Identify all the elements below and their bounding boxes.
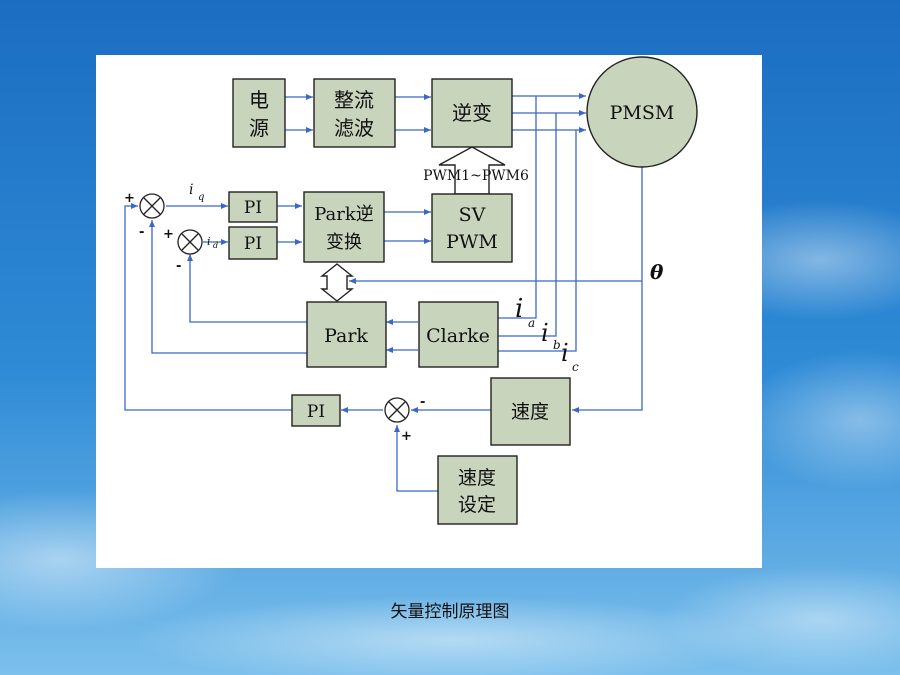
ia-label: i: [515, 294, 523, 324]
sum-d-plus: +: [163, 227, 174, 242]
rectifier-block: 整流 滤波: [313, 78, 396, 148]
speed-block: 速度: [490, 377, 571, 446]
speed-set-label-1: 速度: [458, 467, 496, 489]
sum-q-minus: -: [139, 225, 144, 240]
iq-label: i: [189, 182, 193, 198]
pi-q-label: PI: [244, 198, 262, 218]
summing-junction-speed: [384, 397, 410, 423]
ib-subscript: b: [553, 338, 561, 352]
rectifier-label-1: 整流: [334, 88, 374, 112]
power-source-block: 电 源: [232, 78, 286, 148]
park-inverse-label-2: 变换: [326, 232, 362, 253]
ib-label: i: [541, 319, 549, 347]
park-inverse-label-1: Park逆: [314, 204, 374, 225]
id-label: i: [207, 235, 211, 248]
sum-speed-plus: +: [401, 429, 412, 444]
pi-d-label: PI: [244, 234, 262, 254]
clarke-label: Clarke: [426, 325, 490, 347]
sum-q-plus: +: [124, 191, 135, 206]
speed-setpoint-block: 速度 设定: [437, 455, 518, 525]
pwm-hollow-arrow: [438, 146, 506, 195]
svpwm-label-2: PWM: [446, 231, 498, 253]
signal-lines: [124, 93, 643, 492]
park-label: Park: [324, 325, 368, 347]
pi-q-block: PI: [228, 191, 278, 223]
svpwm-label-1: SV: [459, 204, 486, 226]
summing-junction-d: [177, 229, 203, 255]
ic-label: i: [561, 339, 569, 367]
pwm-signal-label: PWM1~PWM6: [423, 168, 529, 184]
power-label-2: 源: [249, 116, 269, 140]
park-inverse-block: Park逆 变换: [303, 191, 385, 263]
inverter-block: 逆变: [431, 78, 513, 148]
pi-d-block: PI: [228, 226, 278, 260]
park-exchange-arrow: [320, 263, 354, 302]
park-block: Park: [306, 301, 387, 368]
speed-set-label-2: 设定: [458, 494, 496, 516]
rectifier-label-2: 滤波: [334, 116, 374, 140]
pmsm-motor: PMSM: [586, 56, 698, 168]
pi-speed-label: PI: [307, 402, 325, 422]
ia-subscript: a: [528, 316, 535, 330]
pmsm-label: PMSM: [610, 102, 675, 124]
sum-speed-minus: -: [420, 395, 425, 410]
ic-subscript: c: [572, 360, 579, 374]
slide-caption: 矢量控制原理图: [390, 602, 510, 622]
iq-subscript: q: [198, 192, 204, 203]
inverter-label: 逆变: [452, 101, 492, 125]
clarke-block: Clarke: [418, 301, 499, 368]
summing-junction-q: [139, 193, 165, 219]
speed-label: 速度: [511, 401, 549, 423]
pi-speed-block: PI: [291, 394, 341, 427]
theta-label: θ: [650, 260, 664, 284]
id-subscript: d: [213, 241, 218, 250]
svpwm-block: SV PWM: [431, 193, 513, 263]
power-label-1: 电: [249, 88, 269, 112]
sum-d-minus: -: [176, 259, 181, 274]
